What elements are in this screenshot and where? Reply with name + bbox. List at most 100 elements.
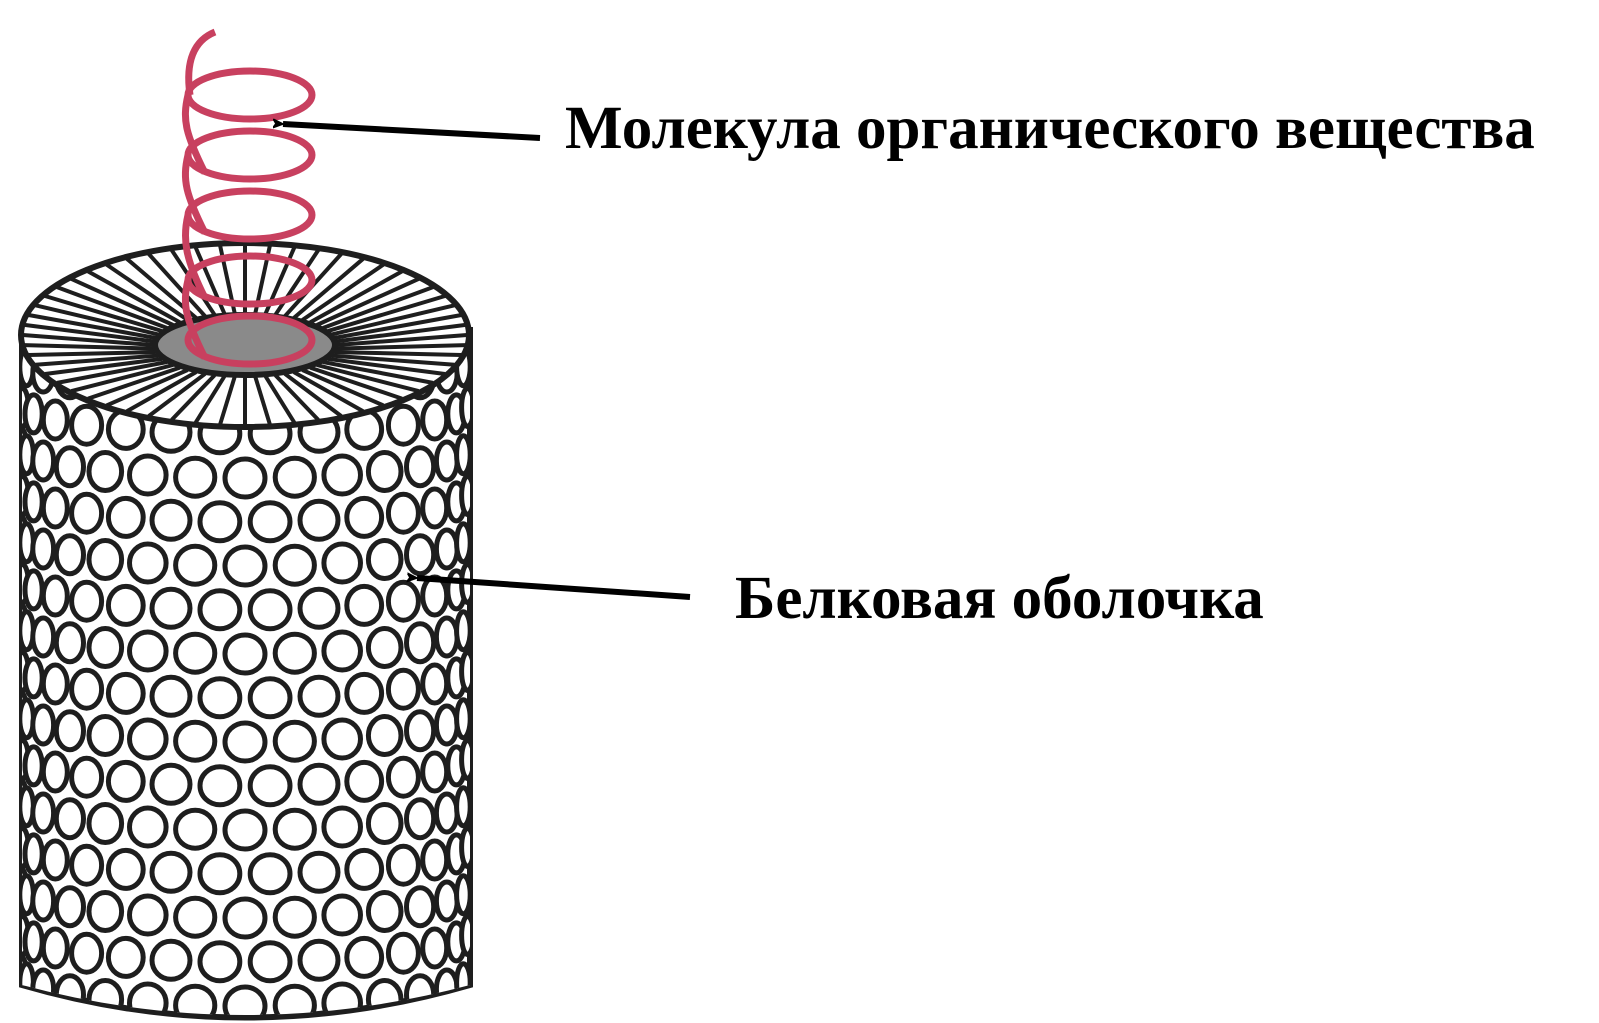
capsid-subunit: [457, 524, 471, 562]
capsid-subunit: [275, 458, 314, 496]
capsid-subunit: [56, 536, 83, 574]
capsid-subunit: [448, 1011, 465, 1023]
capsid-subunit: [347, 938, 382, 976]
capsid-subunit: [250, 503, 290, 541]
capsid-subunit: [275, 722, 314, 760]
capsid-subunit: [368, 981, 401, 1019]
capsid-subunit: [43, 489, 67, 527]
capsid-subunit: [200, 503, 240, 541]
capsid-subunit: [388, 758, 418, 796]
capsid-subunit: [89, 981, 122, 1019]
capsid-subunit: [130, 632, 167, 670]
capsid-subunit: [388, 406, 418, 444]
capsid-subunit: [108, 498, 143, 536]
capsid-subunit: [130, 896, 167, 934]
capsid-subunit: [423, 841, 447, 879]
capsid-subunit: [368, 541, 401, 579]
capsid-subunit: [407, 448, 434, 486]
capsid-subunit: [225, 635, 265, 673]
capsid-subunit: [152, 765, 190, 803]
capsid-subunit: [457, 700, 471, 738]
capsid-subunit: [56, 888, 83, 926]
capsid-subunit: [33, 618, 54, 656]
capsid-subunit: [368, 893, 401, 931]
capsid-subunit: [108, 850, 143, 888]
capsid-subunit: [250, 767, 290, 805]
capsid-subunit: [43, 1017, 67, 1023]
capsid-subunit: [225, 811, 265, 849]
capsid-subunit: [43, 929, 67, 967]
capsid-subunit: [176, 810, 215, 848]
capsid-subunit: [347, 498, 382, 536]
capsid-subunit: [89, 453, 122, 491]
capsid-subunit: [200, 855, 240, 893]
capsid-subunit: [25, 395, 42, 433]
capsid-subunit: [225, 459, 265, 497]
capsid-subunit: [56, 800, 83, 838]
capsid-subunit: [324, 984, 361, 1022]
capsid-subunit: [72, 846, 102, 884]
capsid-subunit: [250, 591, 290, 629]
capsid-subunit: [152, 501, 190, 539]
capsid-subunit: [436, 882, 457, 920]
capsid-subunit: [436, 970, 457, 1008]
capsid-subunit: [324, 632, 361, 670]
capsid-subunit: [152, 853, 190, 891]
capsid-subunit: [300, 941, 338, 979]
capsid-subunit: [457, 876, 471, 914]
capsid-subunit: [300, 589, 338, 627]
capsid-subunit: [407, 624, 434, 662]
capsid-subunit: [368, 717, 401, 755]
capsid-subunit: [56, 624, 83, 662]
label-protein-coat: Белковая оболочка: [735, 568, 1264, 629]
capsid-subunit: [423, 489, 447, 527]
capsid-subunit: [200, 591, 240, 629]
capsid-subunit: [275, 810, 314, 848]
capsid-subunit: [324, 456, 361, 494]
capsid-subunit: [200, 943, 240, 981]
capsid-subunit: [200, 767, 240, 805]
capsid-subunit: [33, 882, 54, 920]
capsid-subunit: [368, 629, 401, 667]
capsid-subunit: [89, 893, 122, 931]
capsid-subunit: [25, 835, 42, 873]
capsid-subunit: [324, 896, 361, 934]
capsid-subunit: [275, 546, 314, 584]
capsid-subunit: [462, 1004, 474, 1023]
capsid-subunit: [72, 582, 102, 620]
capsid-subunit: [436, 618, 457, 656]
capsid-subunit: [43, 577, 67, 615]
capsid-subunit: [72, 934, 102, 972]
capsid-subunit: [300, 677, 338, 715]
capsid-subunit: [176, 458, 215, 496]
capsid-subunit: [43, 841, 67, 879]
capsid-subunit: [368, 453, 401, 491]
capsid-subunit: [347, 674, 382, 712]
capsid-subunit: [436, 794, 457, 832]
capsid-subunit: [250, 855, 290, 893]
capsid-subunit: [130, 808, 167, 846]
capsid-subunit: [324, 808, 361, 846]
capsid-subunit: [347, 586, 382, 624]
capsid-subunit: [225, 899, 265, 937]
capsid-subunit: [89, 541, 122, 579]
capsid-subunit: [89, 805, 122, 843]
capsid-subunit: [436, 706, 457, 744]
capsid-subunit: [72, 758, 102, 796]
capsid-subunit: [225, 547, 265, 585]
capsid-subunit: [407, 888, 434, 926]
capsid-subunit: [407, 536, 434, 574]
capsid-subunit: [25, 1011, 42, 1023]
capsid-subunit: [56, 712, 83, 750]
protein-capsid: [15, 243, 474, 1023]
capsid-subunit: [368, 805, 401, 843]
capsid-subunit: [108, 674, 143, 712]
capsid-subunit: [407, 712, 434, 750]
capsid-subunit: [300, 853, 338, 891]
capsid-subunit: [130, 984, 167, 1022]
capsid-subunit: [347, 762, 382, 800]
capsid-subunit: [130, 720, 167, 758]
capsid-subunit: [423, 401, 447, 439]
capsid-subunit: [25, 747, 42, 785]
capsid-subunit: [72, 406, 102, 444]
